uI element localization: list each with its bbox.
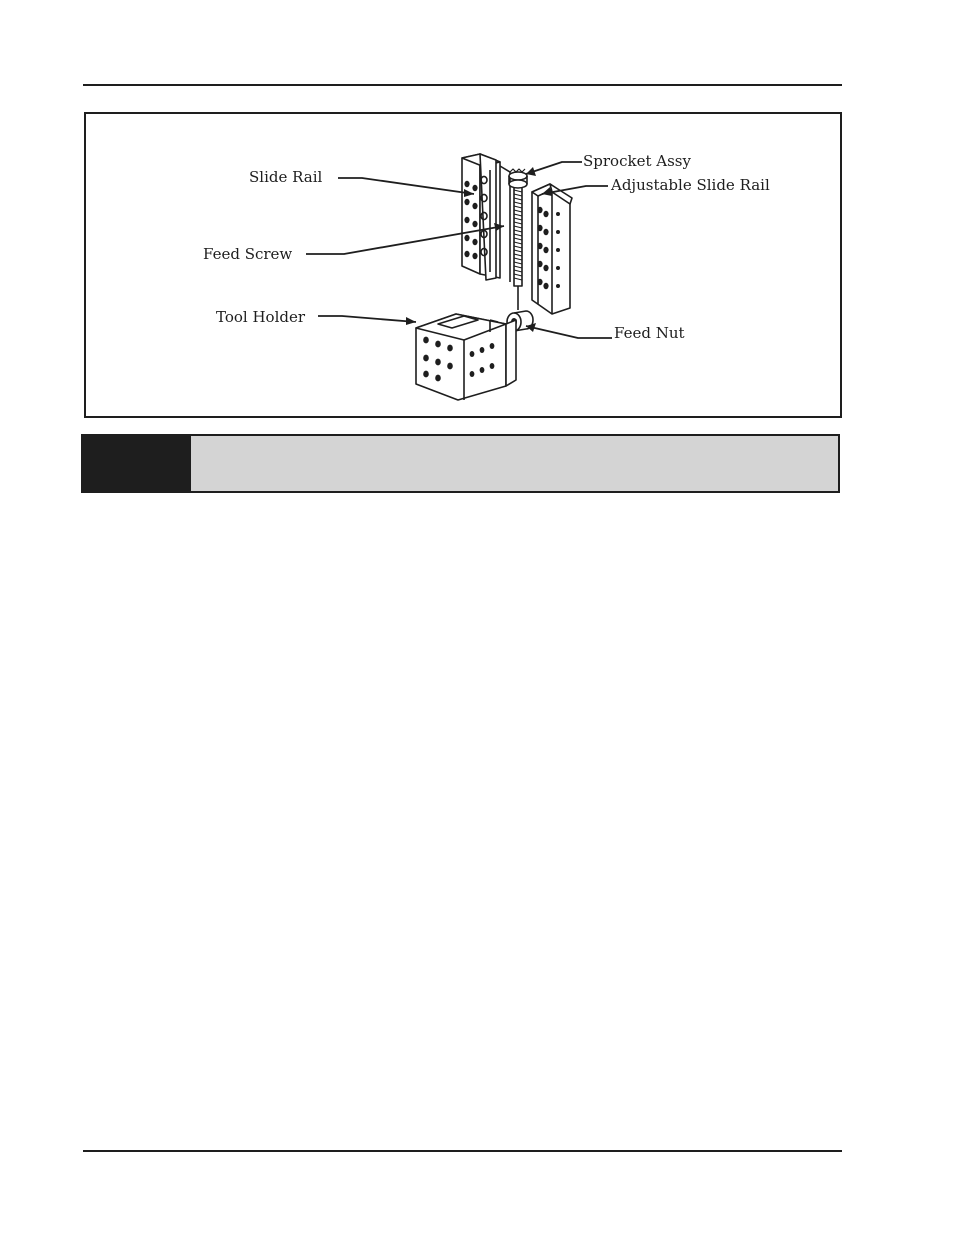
callout-feed-screw: Feed Screw: [203, 245, 293, 263]
callout-feed-nut: Feed Nut: [614, 324, 685, 342]
leader-feed-screw: [306, 225, 505, 255]
tool-holder-part: [415, 313, 517, 401]
callout-adjustable-slide-rail: Adjustable Slide Rail: [611, 176, 770, 194]
callout-tool-holder: Tool Holder: [216, 308, 306, 326]
tool-holder-holes: [423, 336, 495, 382]
callout-sprocket-assy: Sprocket Assy: [583, 152, 691, 170]
leader-feed-nut: [525, 325, 612, 339]
feed-screw-part: [513, 185, 523, 310]
leader-tool-holder: [318, 315, 417, 323]
leader-slide-rail: [338, 177, 475, 195]
footer-rule: [83, 1150, 842, 1152]
slide-assembly-illustration: [306, 153, 612, 401]
slide-rail-part: [461, 153, 511, 282]
header-rule: [83, 84, 842, 86]
figure-caption-bar: [81, 434, 840, 493]
figure-panel: Slide Rail Feed Screw Tool Holder Sprock…: [84, 112, 842, 418]
leader-sprocket-assy: [525, 161, 582, 175]
leader-adjustable-slide-rail: [541, 185, 608, 195]
leader-arrowheads: [406, 167, 552, 332]
slide-rail-holes: [464, 180, 478, 260]
leader-lines: [306, 161, 612, 339]
figure-caption-tab: [83, 436, 191, 491]
sprocket-assy-part: [508, 168, 528, 189]
adjustable-rail-holes: [537, 206, 560, 290]
callout-slide-rail: Slide Rail: [249, 168, 323, 186]
slide-rail-hole-rims: [480, 175, 488, 257]
adjustable-slide-rail-part: [531, 183, 573, 315]
